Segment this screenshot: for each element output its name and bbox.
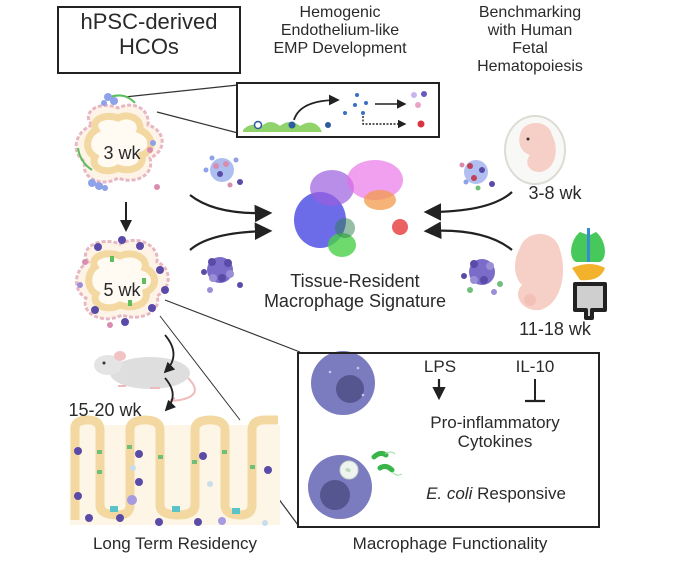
organoid-5wk-label: 5 wk [103, 280, 141, 300]
cytokines-label: Pro-inflammatory Cytokines [400, 413, 590, 451]
il10-label: IL-10 [515, 357, 555, 376]
umap-cluster-blue [294, 192, 346, 248]
organoid-5wk-icon [75, 236, 170, 328]
umap-cluster-orange [364, 190, 396, 210]
hemogenic-box [236, 82, 440, 138]
macrophage-phagocytosis-icon [308, 455, 372, 519]
transplant-duration-label: 15-20 wk [68, 400, 142, 420]
fetus-11-18wk-icon [515, 234, 564, 311]
macrophage-icon [311, 351, 375, 415]
embryo-3-8wk-icon [504, 115, 566, 185]
mouse-icon [94, 351, 196, 402]
arrow-mouse-to-tissue [164, 377, 177, 412]
benchmark-line-1: Benchmarking [478, 4, 582, 21]
ecoli-bacteria-icon [371, 450, 403, 476]
fetal-11-18wk-label: 11-18 wk [519, 319, 591, 339]
organoid-3wk-label: 3 wk [103, 143, 141, 163]
ecoli-text: E. coli [426, 484, 473, 503]
umap-cluster-red [392, 219, 408, 235]
cell-cluster-11-18wk [461, 259, 503, 295]
intestinal-tissue-icon [70, 415, 280, 526]
zoom-line [156, 111, 239, 134]
zoom-line [164, 299, 301, 353]
responsive-text: Responsive [472, 484, 566, 503]
umap-cluster-green [328, 233, 356, 257]
fetal-3-8wk-label: 3-8 wk [528, 183, 582, 203]
benchmark-heading: Benchmarking with Human Fetal Hematopoie… [445, 4, 615, 76]
title-box [57, 6, 241, 74]
umap-cluster-magenta [347, 160, 403, 200]
lps-label: LPS [423, 357, 457, 376]
arrow-3-8wk-to-umap [423, 191, 513, 221]
signature-line-1: Tissue-Resident [290, 271, 420, 291]
umap-cluster-darkgreen [335, 218, 355, 238]
title-line-2: HCOs [119, 33, 179, 59]
cytokines-line-1: Pro-inflammatory [430, 413, 560, 432]
arrow-3wk-to-umap [189, 194, 273, 223]
macrophage-function-box [297, 352, 600, 528]
cell-cluster-3-8wk [459, 160, 495, 191]
organoid-3wk-icon [74, 93, 164, 191]
arrow-5wk-to-umap [189, 222, 273, 251]
umap-cluster-purple [310, 170, 354, 206]
hemogenic-line-3: EMP Development [273, 39, 407, 57]
hemogenic-endothelium-graphic [243, 91, 427, 132]
organs-icon [571, 228, 607, 320]
umap-plot [294, 160, 408, 257]
hemogenic-heading: Hemogenic Endothelium-like EMP Developme… [240, 4, 440, 58]
zoom-line [277, 497, 299, 526]
zoom-line [159, 315, 241, 421]
benchmark-line-3: Fetal [512, 39, 548, 57]
hemogenic-line-1: Hemogenic [299, 4, 381, 21]
cell-cluster-3wk [203, 155, 243, 188]
title-line-1: hPSC-derived [80, 9, 218, 34]
long-term-residency-label: Long Term Residency [92, 534, 258, 553]
signature-line-2: Macrophage Signature [263, 291, 447, 312]
macrophage-functionality-label: Macrophage Functionality [352, 534, 548, 553]
cell-cluster-5wk [201, 257, 243, 293]
arrow-5wk-to-mouse [163, 334, 176, 374]
hemogenic-line-2: Endothelium-like [280, 21, 400, 39]
signature-label: Tissue-Resident Macrophage Signature [230, 271, 480, 311]
title-text: hPSC-derived HCOs [57, 9, 241, 59]
cytokines-line-2: Cytokines [457, 432, 533, 452]
arrow-11-18wk-to-umap [423, 221, 513, 251]
il10-inhibit-symbol [525, 379, 545, 403]
benchmark-line-4: Hematopoiesis [477, 57, 583, 75]
ecoli-responsive-label: E. coli Responsive [400, 484, 592, 503]
zoom-line [124, 84, 239, 98]
benchmark-line-2: with Human [487, 21, 573, 39]
